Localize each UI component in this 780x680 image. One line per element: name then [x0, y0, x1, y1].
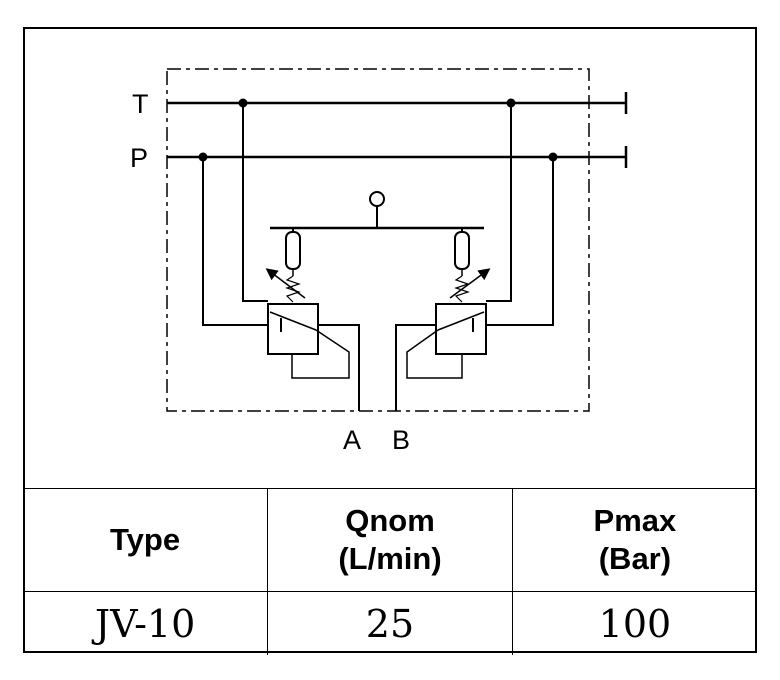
header-qnom-label: Qnom — [345, 503, 435, 538]
cell-qnom: 25 — [267, 591, 513, 655]
actuator-circle — [369, 191, 385, 207]
port-label-p: P — [130, 143, 148, 173]
cell-type: JV-10 — [23, 591, 269, 655]
port-label-t: T — [132, 89, 149, 119]
port-label-b: B — [392, 425, 410, 455]
right-adjust-arrow — [449, 268, 491, 299]
left-p-branch — [202, 157, 278, 326]
left-adjust-arrow — [265, 268, 306, 299]
left-valve-body — [267, 303, 319, 355]
spec-table-header-row: Type Qnom (L/min) Pmax (Bar) — [23, 488, 757, 592]
right-t-branch — [486, 103, 512, 302]
left-plunger — [285, 231, 301, 270]
a-port-line — [318, 324, 360, 411]
table-row: JV-10 25 100 — [23, 591, 757, 655]
header-pmax-label: Pmax — [593, 503, 677, 538]
cell-pmax: 100 — [511, 591, 757, 655]
left-pilot-line — [291, 329, 350, 379]
header-qnom-unit: (L/min) — [338, 541, 442, 576]
b-port-line — [395, 324, 436, 411]
right-p-branch — [478, 157, 554, 326]
valve-envelope — [166, 68, 590, 412]
header-type-label: Type — [110, 522, 181, 557]
port-label-a: A — [343, 425, 361, 455]
right-plunger — [454, 231, 470, 270]
spec-table: Type Qnom (L/min) Pmax (Bar) JV-10 25 10… — [23, 488, 757, 655]
right-pilot-line — [406, 329, 463, 379]
header-qnom: Qnom (L/min) — [267, 488, 513, 592]
right-valve-body — [435, 303, 487, 355]
header-pmax-unit: (Bar) — [598, 541, 672, 576]
right-valve-arrow — [437, 311, 485, 331]
left-spring — [285, 275, 301, 303]
hydraulic-schematic: T P A B — [130, 68, 628, 455]
header-type: Type — [23, 488, 269, 592]
header-pmax: Pmax (Bar) — [511, 488, 757, 592]
left-t-branch — [242, 103, 268, 302]
right-spring — [454, 275, 470, 303]
left-valve-arrow — [269, 311, 317, 331]
